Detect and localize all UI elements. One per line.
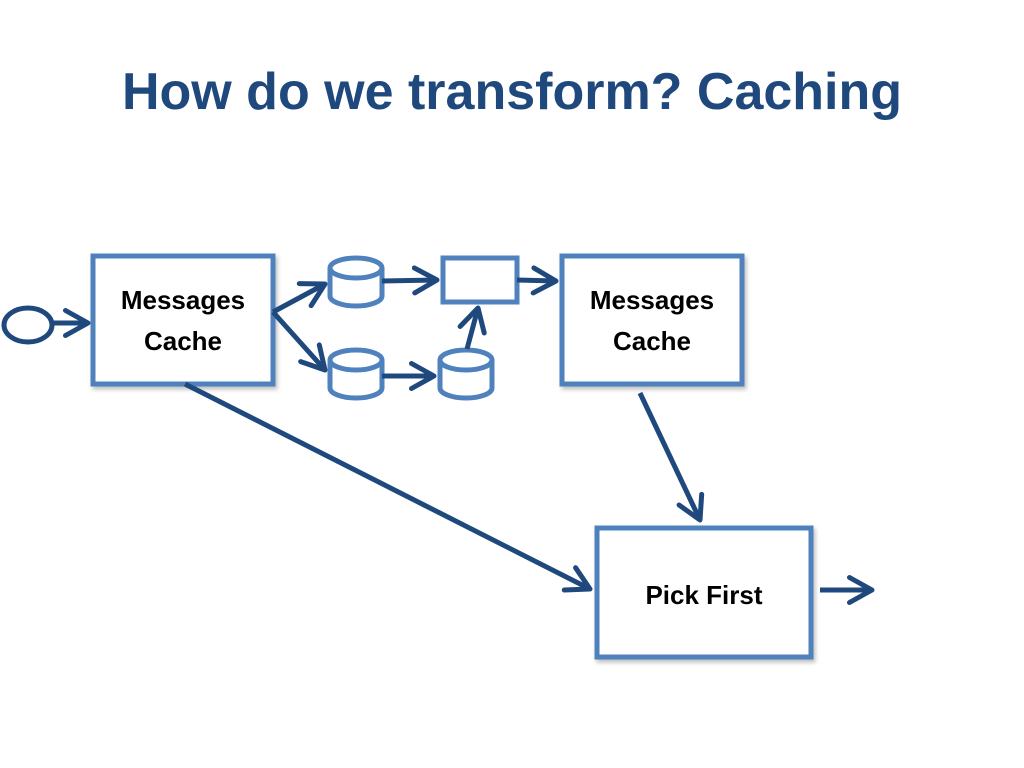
edge-db-top-to-small-box	[381, 265, 440, 296]
edge-small-box-to-cache-right	[516, 265, 559, 296]
pick-first-label: Pick First	[645, 580, 762, 610]
messages-cache-right: Messages Cache	[559, 253, 745, 387]
edge-cache-to-db-bottom	[271, 310, 328, 373]
process-box-small	[440, 255, 520, 305]
edge-cache-left-to-pick-first	[183, 381, 593, 593]
database-icon-bottom-left	[327, 347, 385, 401]
database-icon-top	[327, 255, 385, 309]
messages-cache-left: Messages Cache	[90, 253, 276, 387]
messages-cache-left-label-line2: Cache	[144, 326, 222, 356]
edge-cache-right-to-pick-first	[637, 391, 705, 523]
pick-first-box: Pick First	[594, 525, 814, 660]
messages-cache-right-label-line2: Cache	[613, 326, 691, 356]
slide-title: How do we transform? Caching	[121, 63, 903, 121]
edge-cache-to-db-top	[271, 281, 328, 315]
source-node	[1, 305, 55, 345]
database-icon-bottom-right	[437, 347, 495, 401]
messages-cache-left-label-line1: Messages	[121, 285, 245, 315]
edge-db-bottom-right-to-small-box	[457, 305, 487, 350]
messages-cache-right-label-line1: Messages	[590, 285, 714, 315]
